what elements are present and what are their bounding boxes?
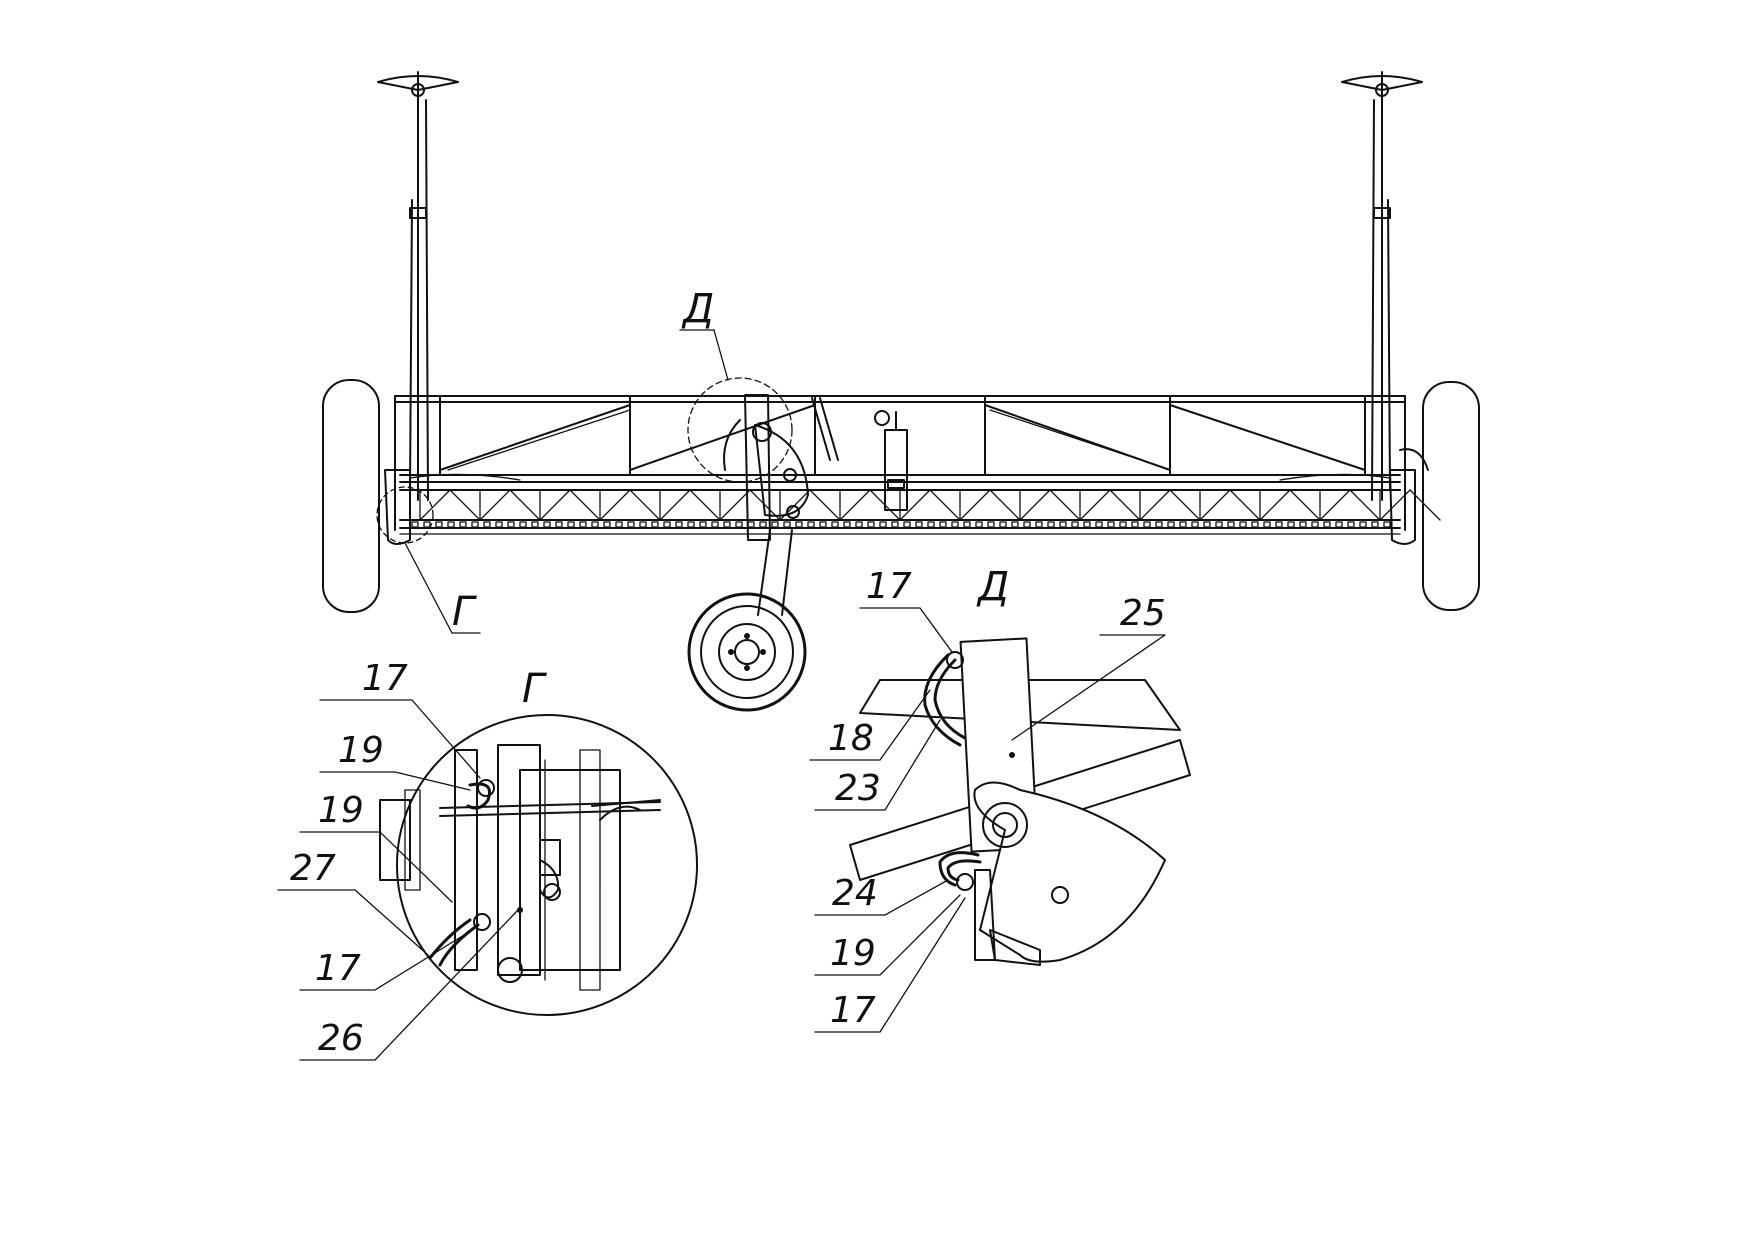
callout-g-2: 19 xyxy=(319,730,471,791)
left-end-bracket xyxy=(384,469,411,545)
callout-leader xyxy=(299,909,519,1061)
detail-d-crossbar xyxy=(859,679,1181,731)
callout-d-6: 19 xyxy=(814,894,961,976)
right-wheel xyxy=(1422,381,1480,611)
callout-g-4: 27 xyxy=(277,848,429,956)
callout-leader xyxy=(814,894,961,976)
callout-leader xyxy=(319,699,481,779)
callout-d-7: 17 xyxy=(814,897,966,1033)
callout-leader xyxy=(1011,634,1166,741)
view-label-d-detail: Д xyxy=(976,564,1009,610)
callout-number: 17 xyxy=(830,990,876,1031)
view-label-g-detail: Г xyxy=(522,666,547,712)
callout-leader xyxy=(814,879,949,916)
callout-leader xyxy=(814,897,966,1033)
callout-g-6: 26 xyxy=(299,909,519,1061)
callout-number: 25 xyxy=(1120,593,1166,634)
callout-d-1: 17 xyxy=(859,566,953,653)
callout-g-3: 19 xyxy=(299,790,453,903)
lower-truss xyxy=(419,489,1441,521)
callout-number: 17 xyxy=(315,948,361,989)
detail-g-view: Г xyxy=(277,658,698,1061)
callout-d-2: 25 xyxy=(1011,593,1166,741)
callout-number: 27 xyxy=(290,848,336,889)
view-label-d-main: Д xyxy=(681,286,714,332)
callout-leader xyxy=(859,607,953,653)
callout-d-5: 24 xyxy=(814,873,949,916)
callout-d-4: 23 xyxy=(814,719,941,811)
detail-g-callouts: 17 19 19 27 17 26 xyxy=(277,658,519,1061)
callout-number: 18 xyxy=(828,718,874,759)
left-marker-arm xyxy=(377,71,459,501)
view-label-g-main: Г xyxy=(452,589,477,635)
callout-number: 19 xyxy=(830,933,876,974)
callout-number: 17 xyxy=(362,658,408,699)
callout-leader xyxy=(319,771,471,791)
detail-d-sector-plate xyxy=(973,781,1166,963)
main-assembly-view: Д Г xyxy=(322,71,1480,712)
callout-leader xyxy=(814,719,941,811)
right-end-bracket xyxy=(1389,469,1416,545)
callout-number: 19 xyxy=(338,730,384,771)
callout-leader xyxy=(809,689,931,761)
callout-leader xyxy=(299,831,453,903)
tail-wheel xyxy=(687,529,807,712)
right-marker-arm xyxy=(1341,71,1423,501)
callout-number: 19 xyxy=(318,790,364,831)
central-hitch-assembly xyxy=(723,394,908,541)
detail-d-view: Д 17 25 18 23 24 19 17 xyxy=(809,564,1191,1033)
callout-leader xyxy=(277,889,429,956)
callout-d-3: 18 xyxy=(809,689,931,761)
seed-openers-row xyxy=(411,521,1391,528)
callout-number: 26 xyxy=(318,1018,364,1059)
detail-d-marker-circle xyxy=(687,377,793,483)
callout-g-5: 17 xyxy=(299,934,465,991)
callout-number: 24 xyxy=(832,873,878,914)
callout-leader xyxy=(299,934,465,991)
detail-g-circle xyxy=(396,714,698,1016)
callout-number: 23 xyxy=(835,768,881,809)
callout-number: 17 xyxy=(866,566,912,607)
detail-g-marker-circle xyxy=(376,486,434,544)
left-wheel xyxy=(322,379,380,613)
detail-d-callouts: 17 25 18 23 24 19 17 xyxy=(809,566,1166,1033)
callout-g-1: 17 xyxy=(319,658,481,779)
frame-truss xyxy=(394,395,1406,535)
